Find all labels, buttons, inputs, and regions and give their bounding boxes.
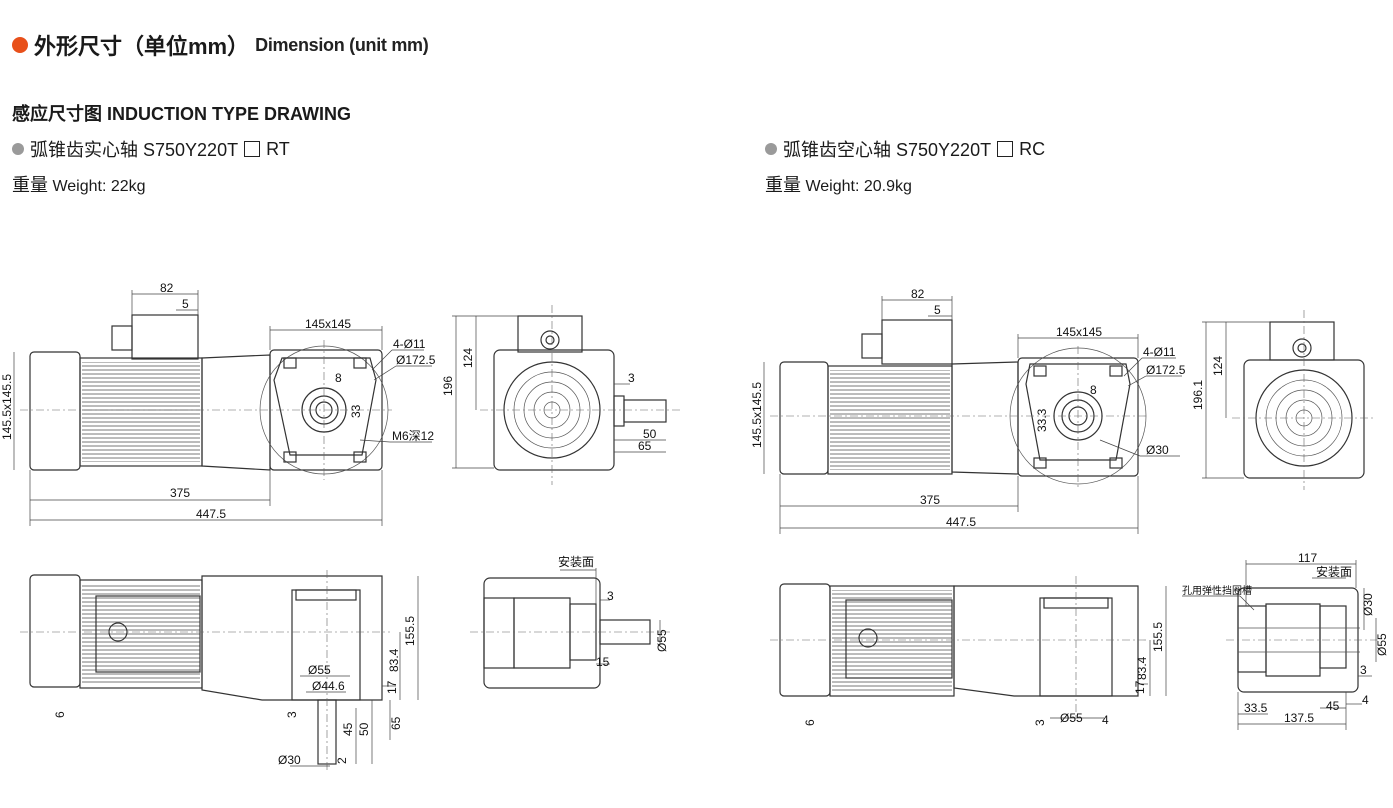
left-model-name: 弧锥齿实心轴 S750Y220T bbox=[30, 140, 239, 160]
dim-30: Ø30 bbox=[278, 753, 301, 767]
dim-82r: 82 bbox=[911, 287, 925, 301]
dim-447-5: 447.5 bbox=[196, 507, 226, 521]
left-model: 弧锥齿实心轴 S750Y220T RT bbox=[12, 136, 290, 162]
title-cn: 外形尺寸（单位mm） bbox=[34, 34, 250, 59]
dim-33: 33 bbox=[349, 404, 363, 418]
dim-65b: 65 bbox=[389, 716, 403, 730]
dim-83-4r: 83.4 bbox=[1135, 656, 1149, 680]
dim-33-5: 33.5 bbox=[1244, 701, 1268, 715]
dim-5r: 5 bbox=[934, 303, 941, 317]
dim-8: 8 bbox=[335, 371, 342, 385]
dim-m6: M6深12 bbox=[392, 429, 434, 443]
dim-33-3: 33.3 bbox=[1035, 408, 1049, 432]
left-side-view: 124 196 3 50 65 bbox=[441, 305, 680, 485]
dim-4-11r: 4-Ø11 bbox=[1143, 345, 1176, 359]
left-bottom-view: 155.5 83.4 17 6 Ø55 Ø44.6 3 45 50 65 Ø30… bbox=[20, 570, 419, 770]
dim-44-6: Ø44.6 bbox=[312, 679, 345, 693]
dim-145x145r: 145x145 bbox=[1056, 325, 1102, 339]
dim-145-5: 145.5x145.5 bbox=[0, 374, 14, 440]
dim-17: 17 bbox=[385, 680, 399, 694]
dim-4r: 4 bbox=[1102, 713, 1109, 727]
dim-55: Ø55 bbox=[308, 663, 331, 677]
dim-196: 196 bbox=[441, 376, 455, 396]
dim-4c-r: 4 bbox=[1362, 693, 1369, 707]
dim-30r: Ø30 bbox=[1146, 443, 1169, 457]
dim-5: 5 bbox=[182, 297, 189, 311]
dim-3b: 3 bbox=[285, 711, 299, 718]
left-weight-en: Weight: 22kg bbox=[52, 178, 146, 195]
dim-172-5: Ø172.5 bbox=[396, 353, 436, 367]
orange-bullet-icon bbox=[12, 37, 28, 53]
right-weight-cn: 重量 bbox=[765, 175, 801, 195]
left-weight-cn: 重量 bbox=[12, 175, 48, 195]
gray-bullet-icon bbox=[12, 143, 24, 155]
left-section-view: 安装面 3 Ø55 15 bbox=[470, 554, 670, 689]
dim-83-4: 83.4 bbox=[387, 648, 401, 672]
dim-6r: 6 bbox=[803, 719, 817, 726]
dim-30c: Ø30 bbox=[1361, 593, 1375, 616]
retaining-ring-label: 孔用弹性挡圈槽 bbox=[1182, 584, 1252, 597]
dim-2: 2 bbox=[335, 757, 349, 764]
left-model-suffix: RT bbox=[266, 138, 290, 159]
dim-145-5r: 145.5x145.5 bbox=[750, 382, 764, 448]
right-model-name: 弧锥齿空心轴 S750Y220T bbox=[783, 140, 992, 160]
dim-3r: 3 bbox=[1033, 719, 1047, 726]
dim-124r: 124 bbox=[1211, 356, 1225, 376]
dim-155-5r: 155.5 bbox=[1151, 622, 1165, 652]
right-bottom-view: 155.5 83.4 17 6 Ø55 3 4 bbox=[770, 576, 1167, 727]
dim-82: 82 bbox=[160, 281, 174, 295]
dim-117: 117 bbox=[1298, 551, 1317, 565]
left-front-view: 82 5 145x145 4-Ø11 Ø172.5 8 33 M6深12 145… bbox=[0, 281, 436, 526]
dim-17r: 17 bbox=[1133, 680, 1147, 694]
dim-375r: 375 bbox=[920, 493, 940, 507]
mount-face-label-r: 安装面 bbox=[1316, 564, 1352, 579]
dim-50: 50 bbox=[643, 427, 657, 441]
title-en: Dimension (unit mm) bbox=[255, 34, 429, 55]
right-model-suffix: RC bbox=[1019, 138, 1046, 159]
dim-155-5: 155.5 bbox=[403, 616, 417, 646]
dim-45c: 45 bbox=[1326, 699, 1340, 713]
dim-145x145: 145x145 bbox=[305, 317, 351, 331]
dim-3: 3 bbox=[628, 371, 635, 385]
dim-50b: 50 bbox=[357, 722, 371, 736]
right-model: 弧锥齿空心轴 S750Y220T RC bbox=[765, 136, 1045, 162]
checkbox-square-icon bbox=[997, 141, 1014, 157]
right-front-view: 82 5 145x145 4-Ø11 Ø172.5 8 33.3 Ø30 145… bbox=[750, 287, 1186, 534]
right-section-view: 117 安装面 孔用弹性挡圈槽 Ø30 Ø55 3 4 45 33.5 137.… bbox=[1182, 551, 1389, 730]
checkbox-square-icon bbox=[244, 141, 261, 157]
dim-65: 65 bbox=[638, 439, 652, 453]
dim-137-5: 137.5 bbox=[1284, 711, 1314, 725]
dim-15: 15 bbox=[596, 655, 610, 669]
right-weight: 重量 Weight: 20.9kg bbox=[765, 171, 912, 197]
dim-3c-r: 3 bbox=[1360, 663, 1367, 677]
drawing-subtitle: 感应尺寸图 INDUCTION TYPE DRAWING bbox=[12, 104, 352, 124]
mount-face-label: 安装面 bbox=[558, 554, 594, 569]
dim-45: 45 bbox=[341, 722, 355, 736]
dim-375: 375 bbox=[170, 486, 190, 500]
dim-196-1: 196.1 bbox=[1191, 380, 1205, 410]
dim-4-11: 4-Ø11 bbox=[393, 337, 426, 351]
dim-447-5r: 447.5 bbox=[946, 515, 976, 529]
dim-124: 124 bbox=[461, 348, 475, 368]
left-weight: 重量 Weight: 22kg bbox=[12, 171, 146, 197]
dim-172-5r: Ø172.5 bbox=[1146, 363, 1186, 377]
right-side-view: 124 196.1 bbox=[1191, 310, 1376, 490]
gray-bullet-icon bbox=[765, 143, 777, 155]
dim-8r: 8 bbox=[1090, 383, 1097, 397]
dim-55c: Ø55 bbox=[655, 629, 669, 652]
section-header: 外形尺寸（单位mm） Dimension (unit mm) bbox=[12, 28, 429, 62]
right-weight-en: Weight: 20.9kg bbox=[805, 178, 912, 195]
dim-6: 6 bbox=[53, 711, 67, 718]
dim-3c: 3 bbox=[607, 589, 614, 603]
dim-55r: Ø55 bbox=[1060, 711, 1083, 725]
dim-55c-r: Ø55 bbox=[1375, 633, 1389, 656]
